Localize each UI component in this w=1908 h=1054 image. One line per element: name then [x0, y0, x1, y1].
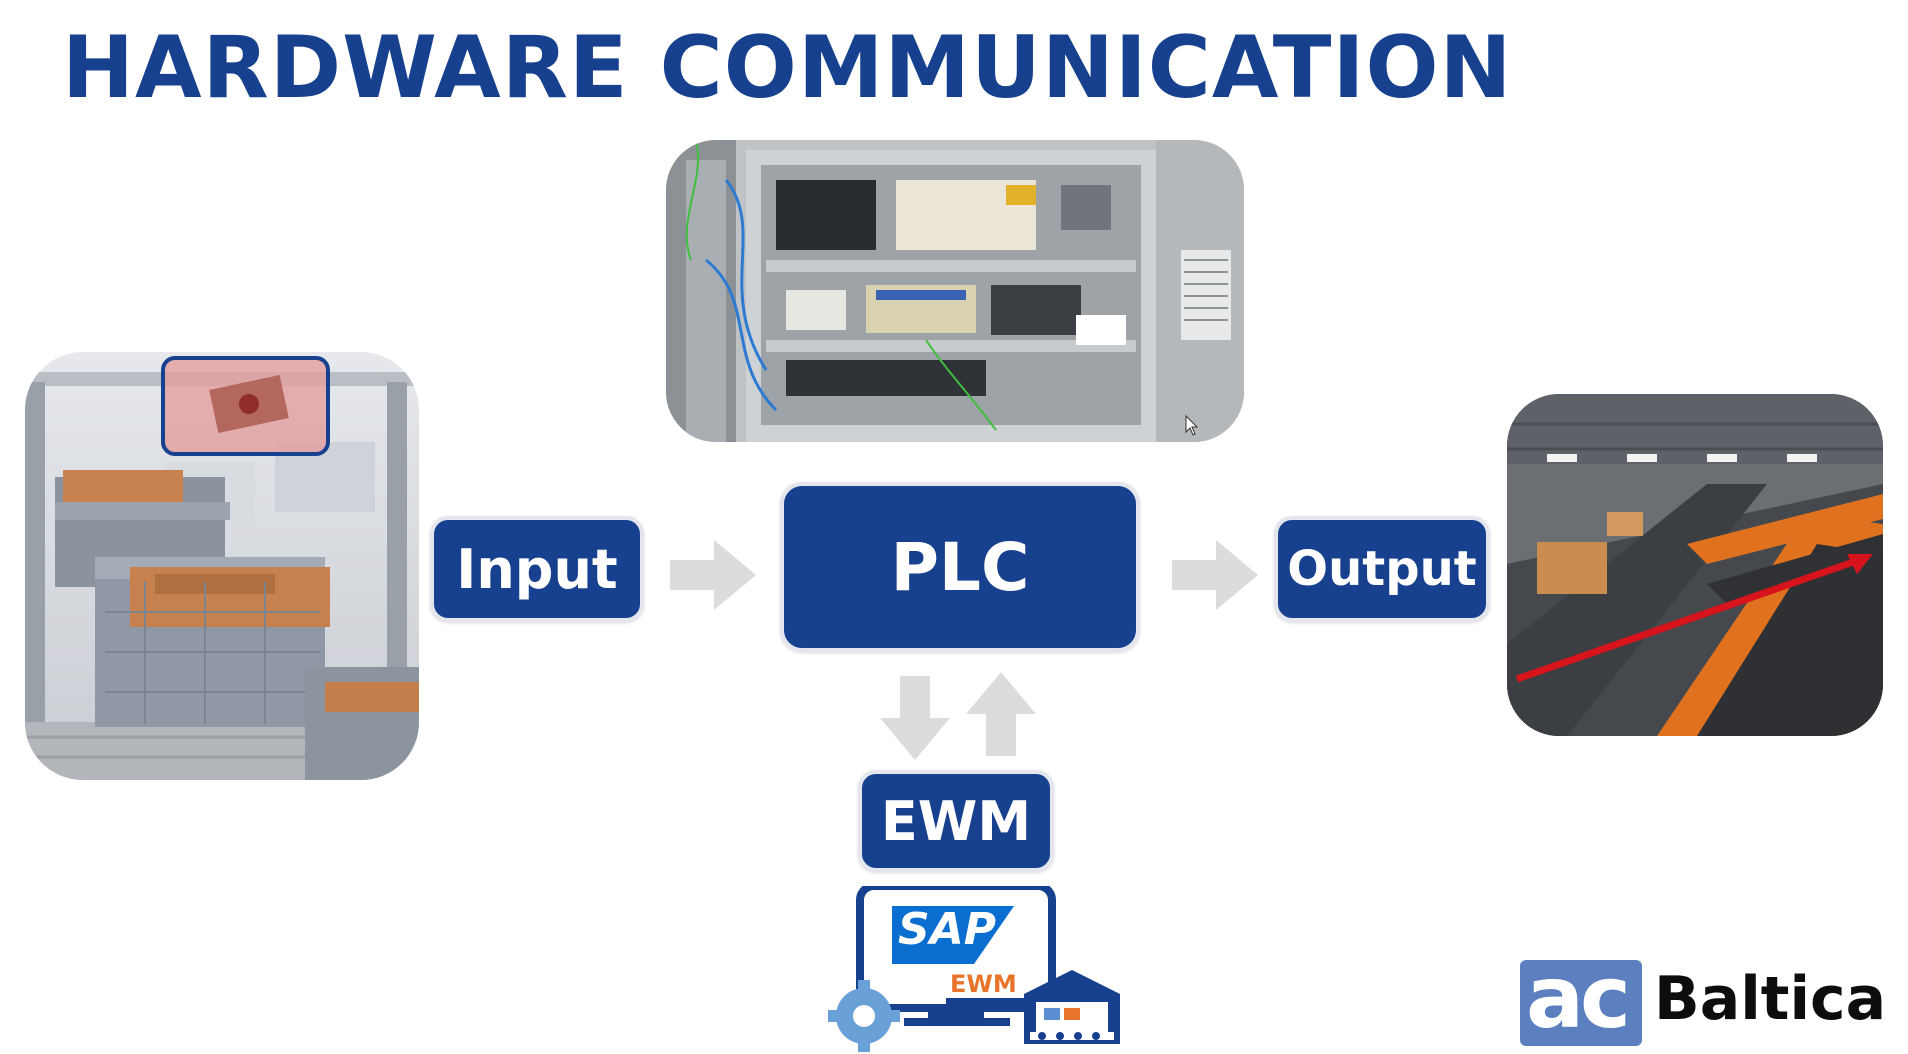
arrow-right-icon: [670, 540, 756, 610]
arrow-right-icon: [1172, 540, 1258, 610]
output-box: Output: [1274, 516, 1490, 622]
logo-name: Baltica: [1654, 964, 1887, 1034]
input-box: Input: [430, 516, 644, 622]
page-title: HARDWARE COMMUNICATION: [62, 18, 1513, 118]
company-logo: ac Baltica: [1520, 960, 1900, 1046]
plc-cabinet-photo: [666, 140, 1244, 442]
gear-icon: [828, 980, 900, 1052]
arrow-down-icon: [880, 676, 950, 760]
plc-box: PLC: [780, 482, 1140, 652]
arrow-up-icon: [966, 672, 1036, 756]
sap-module-text: EWM: [950, 970, 1017, 998]
sap-brand-text: SAP: [898, 904, 996, 955]
conveyor-bins-photo: [25, 352, 419, 780]
warehouse-conveyor-photo: [1507, 394, 1883, 736]
sap-ewm-graphic: SAP EWM: [826, 886, 1126, 1054]
logo-mark: ac: [1520, 960, 1642, 1046]
ewm-box: EWM: [858, 770, 1054, 872]
warehouse-icon: [1024, 970, 1120, 1044]
